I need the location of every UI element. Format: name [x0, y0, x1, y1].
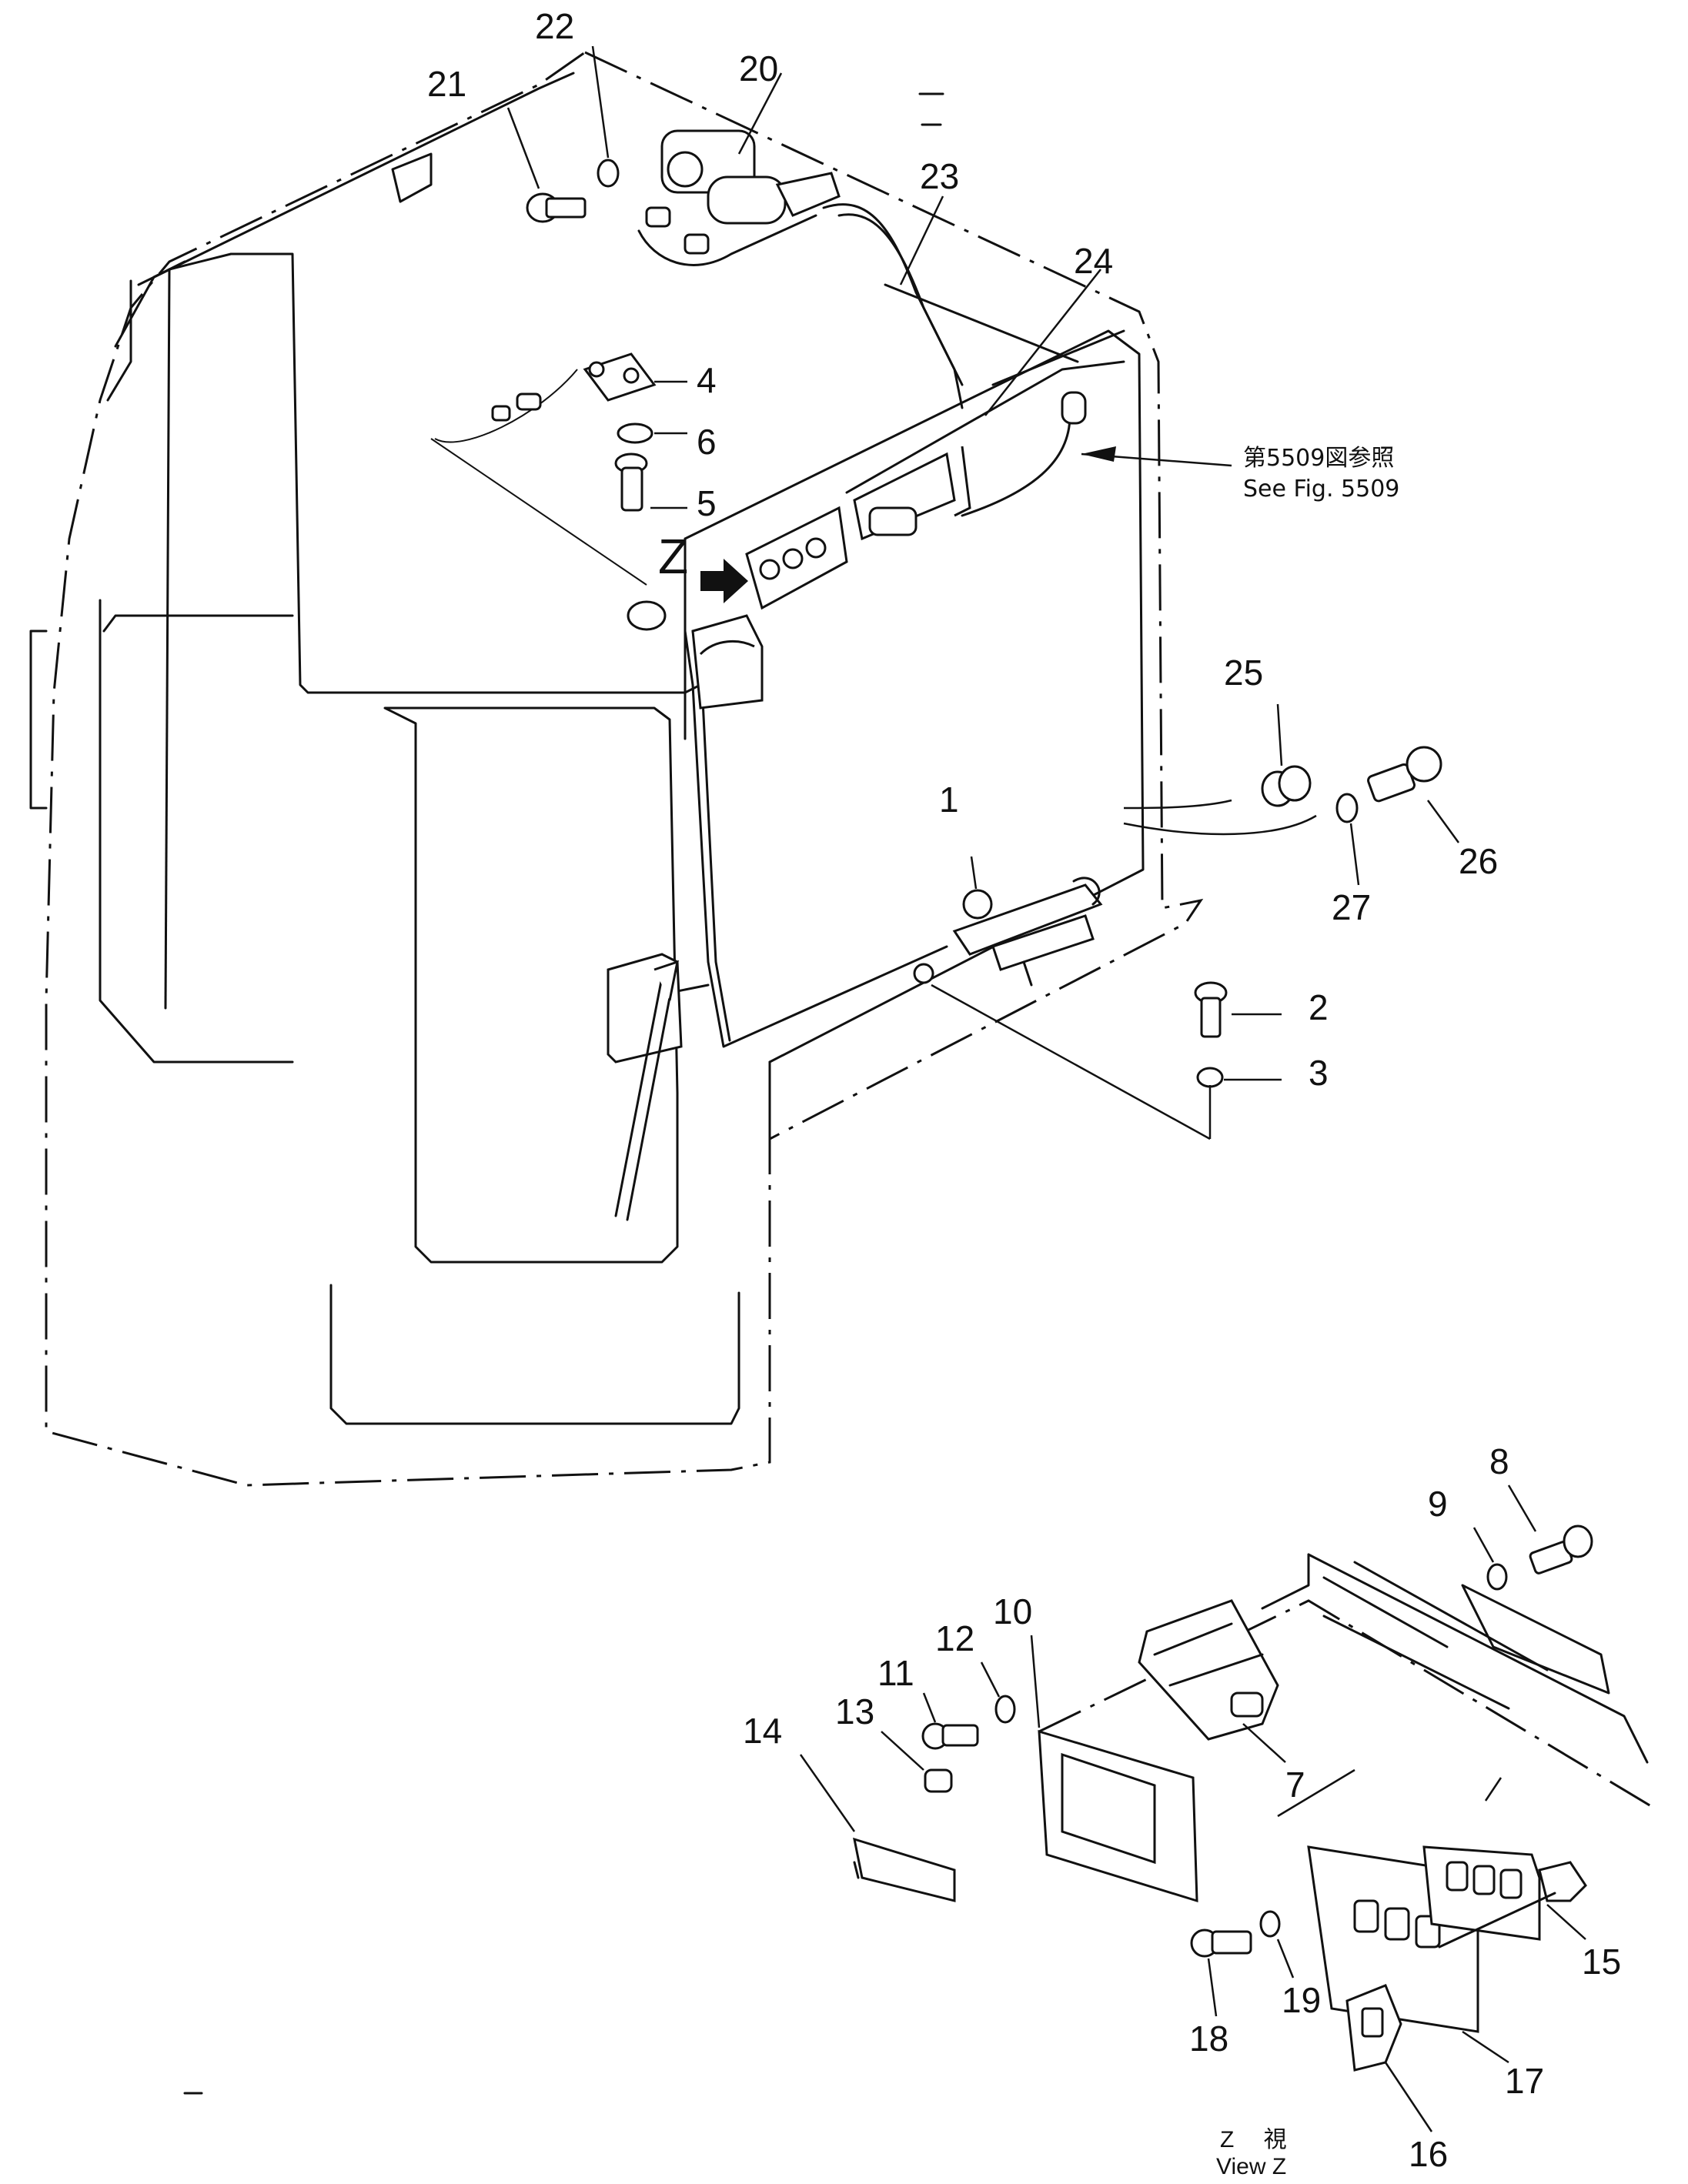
callout-5: 5 [697, 483, 717, 523]
grommet-25 [1261, 765, 1312, 807]
callout-labels: 1 2 3 4 5 6 7 8 9 10 11 12 13 14 15 16 1… [427, 6, 1621, 2174]
screw-2 [1194, 981, 1228, 1038]
bolt-5 [614, 452, 648, 512]
bolt-26 [1367, 746, 1442, 803]
washer-6 [617, 422, 653, 444]
callout-14: 14 [743, 1711, 782, 1751]
washer-27 [1335, 793, 1359, 823]
switch-box-4 [491, 352, 657, 422]
view-z-caption: Z 視 View Z [1216, 2127, 1287, 2179]
callout-1: 1 [939, 780, 959, 820]
latch-switch-1 [913, 877, 1103, 987]
callout-18: 18 [1189, 2019, 1228, 2059]
bolt-21 [526, 192, 587, 223]
callout-3: 3 [1309, 1053, 1329, 1093]
callout-11: 11 [877, 1653, 914, 1693]
wiper-arm [607, 953, 683, 1221]
callout-23: 23 [920, 156, 959, 196]
callout-15: 15 [1582, 1942, 1621, 1982]
callout-6: 6 [697, 422, 717, 462]
callout-9: 9 [1428, 1484, 1448, 1524]
wiper-motor-assembly [645, 129, 841, 255]
callout-21: 21 [427, 64, 466, 104]
view-caption-jp: Z 視 [1220, 2127, 1287, 2152]
view-z-marker: Z [658, 529, 688, 584]
callout-22: 22 [535, 6, 574, 46]
callout-7: 7 [1285, 1765, 1305, 1805]
callout-20: 20 [739, 48, 778, 88]
callout-12: 12 [935, 1618, 974, 1658]
view-caption-en: View Z [1216, 2154, 1286, 2179]
callout-25: 25 [1224, 653, 1263, 693]
reference-jp: 第5509図参照 [1243, 445, 1394, 472]
callout-13: 13 [835, 1691, 874, 1732]
callout-2: 2 [1309, 987, 1329, 1027]
callout-26: 26 [1459, 841, 1498, 881]
washer-22 [597, 159, 620, 188]
cab-body [29, 51, 1204, 1487]
callout-16: 16 [1409, 2134, 1448, 2174]
leader-lines [506, 45, 1586, 2132]
callout-17: 17 [1505, 2061, 1544, 2101]
figure-reference: 第5509図参照 See Fig. 5509 [1243, 445, 1399, 503]
callout-10: 10 [993, 1591, 1032, 1631]
washer-3 [1196, 1067, 1224, 1088]
wiring-harness [430, 203, 1317, 1048]
callout-19: 19 [1282, 1980, 1321, 2020]
callout-4: 4 [697, 360, 717, 400]
reference-en: See Fig. 5509 [1243, 476, 1399, 503]
callout-8: 8 [1489, 1441, 1509, 1481]
callout-27: 27 [1332, 887, 1371, 927]
callout-24: 24 [1074, 241, 1113, 281]
dash-panel [627, 391, 1087, 710]
view-z-arrow [700, 559, 748, 603]
view-z-assembly [853, 1524, 1656, 2072]
